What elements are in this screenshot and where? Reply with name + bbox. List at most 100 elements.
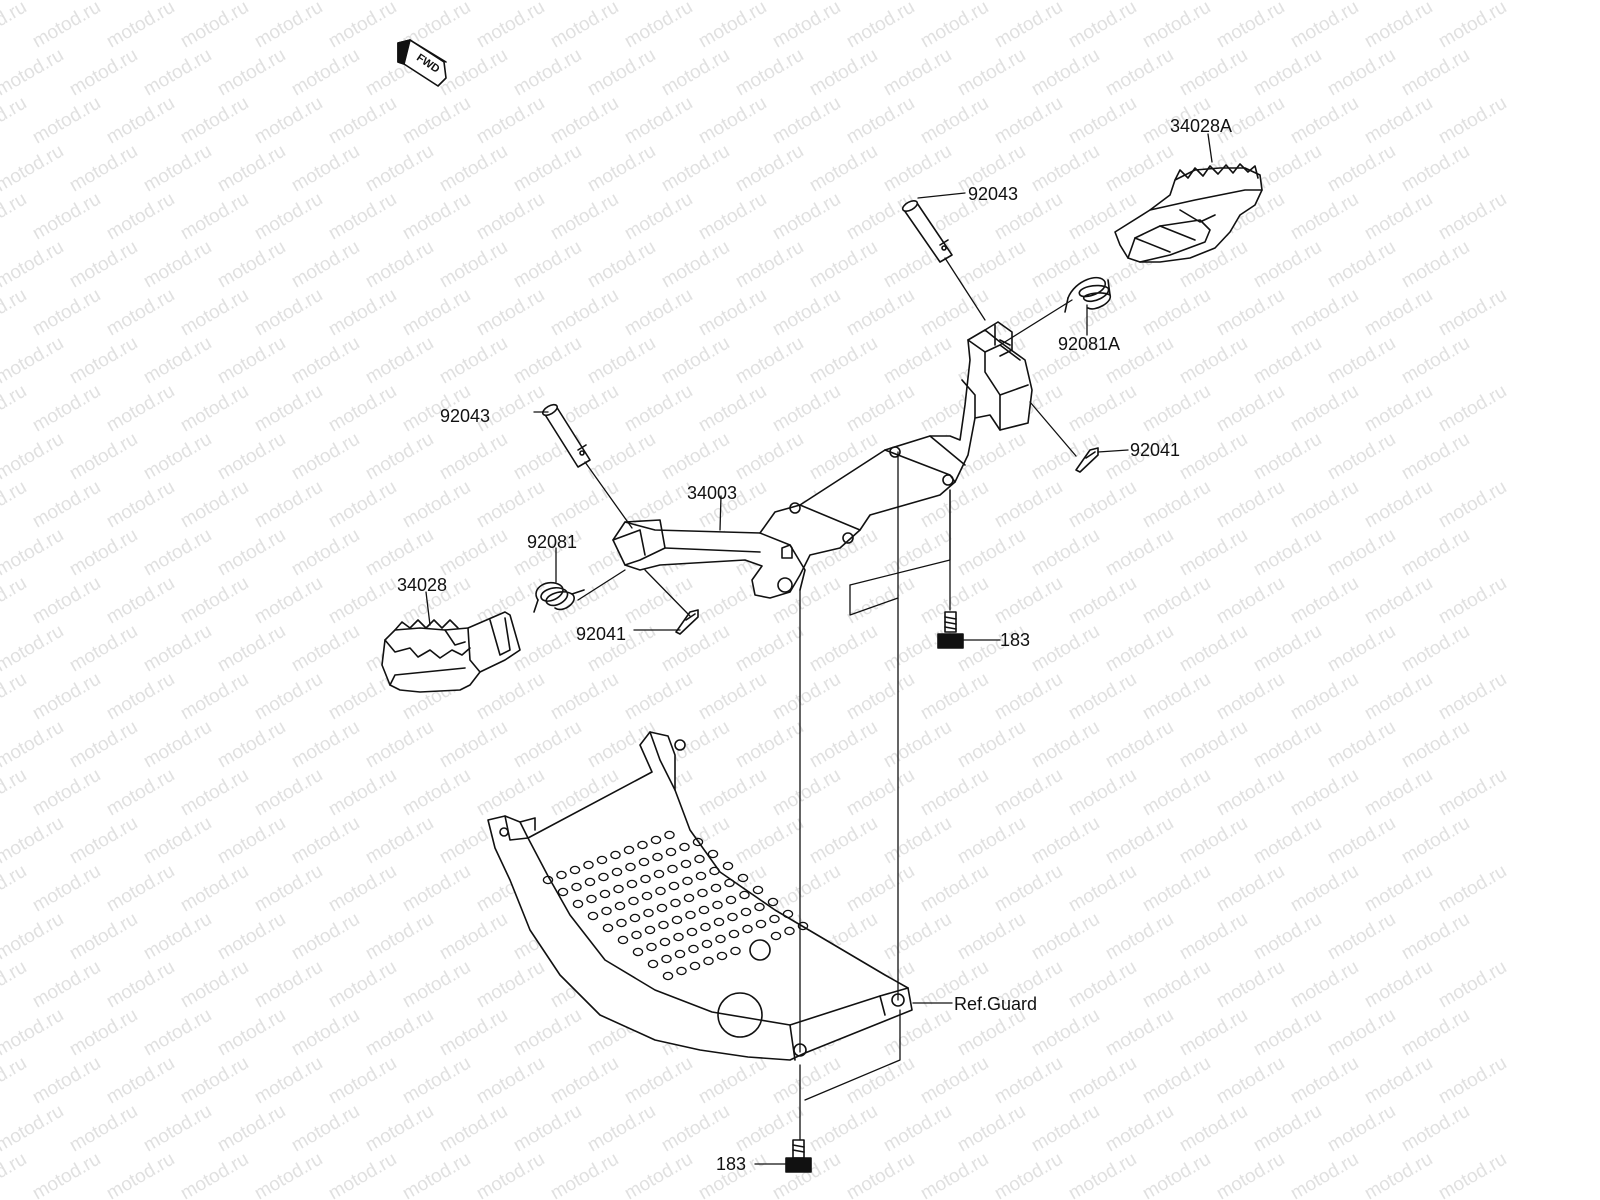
watermark-text: motod.ru [0,237,67,293]
watermark-text: motod.ru [732,621,807,677]
perforation-hole [572,883,581,890]
watermark-text: motod.ru [1361,861,1436,917]
watermark-text: motod.ru [1250,525,1325,581]
callout-92043-right: 92043 [968,184,1019,204]
bolt-183-upper[interactable] [938,612,963,648]
watermark-text: motod.ru [806,237,881,293]
watermark-text: motod.ru [1176,525,1251,581]
watermark-text: motod.ru [806,141,881,197]
right-footpeg[interactable] [1115,164,1262,262]
perforation-hole [659,921,668,928]
watermark-text: motod.ru [288,141,363,197]
watermark-text: motod.ru [436,333,511,389]
watermark-text: motod.ru [1213,765,1288,821]
watermark-text: motod.ru [1435,93,1510,149]
bolt-183-lower[interactable] [786,1140,811,1172]
watermark-text: motod.ru [325,1149,400,1200]
watermark-text: motod.ru [1287,1149,1362,1200]
watermark-text: motod.ru [695,285,770,341]
watermark-text: motod.ru [1287,189,1362,245]
watermark-text: motod.ru [0,381,30,437]
watermark-text: motod.ru [288,717,363,773]
watermark-text: motod.ru [399,189,474,245]
watermark-text: motod.ru [1361,957,1436,1013]
watermark-text: motod.ru [843,1053,918,1109]
watermark-text: motod.ru [473,477,548,533]
skid-plate-guard[interactable] [488,732,912,1060]
watermark-text: motod.ru [954,45,1029,101]
watermark-text: motod.ru [288,237,363,293]
watermark-text: motod.ru [843,0,918,52]
perforation-hole [641,875,650,882]
watermark-text: motod.ru [177,93,252,149]
leader-lines [426,134,1212,1164]
watermark-text: motod.ru [1176,909,1251,965]
spring-92081[interactable] [534,583,584,612]
watermark-text: motod.ru [1287,381,1362,437]
watermark-text: motod.ru [1361,0,1436,52]
watermark-text: motod.ru [1065,381,1140,437]
watermark-text: motod.ru [325,573,400,629]
cotter-pin-92041-left[interactable] [676,610,698,634]
perforation-hole [698,889,707,896]
watermark-text: motod.ru [880,333,955,389]
watermark-text: motod.ru [547,1053,622,1109]
watermark-text: motod.ru [1250,621,1325,677]
footpeg-bracket[interactable] [613,322,1032,598]
watermark-text: motod.ru [399,93,474,149]
watermark-text: motod.ru [325,861,400,917]
watermark-text: motod.ru [917,93,992,149]
watermark-text: motod.ru [1176,1101,1251,1157]
perforation-hole [669,882,678,889]
watermark-text: motod.ru [806,813,881,869]
watermark-text: motod.ru [732,237,807,293]
watermark-text: motod.ru [103,957,178,1013]
watermark-text: motod.ru [1361,765,1436,821]
watermark-text: motod.ru [66,1005,141,1061]
watermark-text: motod.ru [769,765,844,821]
watermark-text: motod.ru [0,717,67,773]
watermark-text: motod.ru [66,1101,141,1157]
watermark-text: motod.ru [214,1005,289,1061]
perforation-hole [653,853,662,860]
perforation-hole [662,955,671,962]
perforation-hole [674,933,683,940]
watermark-text: motod.ru [214,237,289,293]
watermark-text: motod.ru [29,189,104,245]
left-footpeg[interactable] [382,612,520,692]
watermark-text: motod.ru [214,45,289,101]
watermark-text: motod.ru [695,765,770,821]
ref-guard-label: Ref.Guard [954,994,1038,1014]
watermark-text: motod.ru [29,285,104,341]
watermark-text: motod.ru [1028,45,1103,101]
watermark-text: motod.ru [288,909,363,965]
watermark-text: motod.ru [140,525,215,581]
perforation-hole [617,919,626,926]
watermark-text: motod.ru [658,333,733,389]
watermark-text: motod.ru [473,285,548,341]
watermark-text: motod.ru [991,0,1066,52]
watermark-text: motod.ru [843,573,918,629]
watermark-text: motod.ru [0,765,30,821]
watermark-text: motod.ru [0,141,67,197]
watermark-text: motod.ru [362,141,437,197]
watermark-text: motod.ru [991,477,1066,533]
perforation-hole [696,872,705,879]
perforation-hole [756,920,765,927]
perforation-hole [716,935,725,942]
watermark-text: motod.ru [1065,861,1140,917]
perforation-hole [771,932,780,939]
watermark-text: motod.ru [1176,45,1251,101]
callout-92081: 92081 [527,532,578,552]
watermark-text: motod.ru [140,141,215,197]
watermark-text: motod.ru [1065,0,1140,52]
perforation-hole [615,902,624,909]
watermark-text: motod.ru [806,0,881,4]
spring-92081a[interactable] [1065,278,1110,312]
pin-92043-left[interactable] [541,403,590,467]
pin-92043-right[interactable] [901,199,952,262]
callout-92043-left: 92043 [440,406,491,426]
perforation-hole [665,831,674,838]
watermark-text: motod.ru [325,957,400,1013]
watermark-text: motod.ru [177,0,252,52]
